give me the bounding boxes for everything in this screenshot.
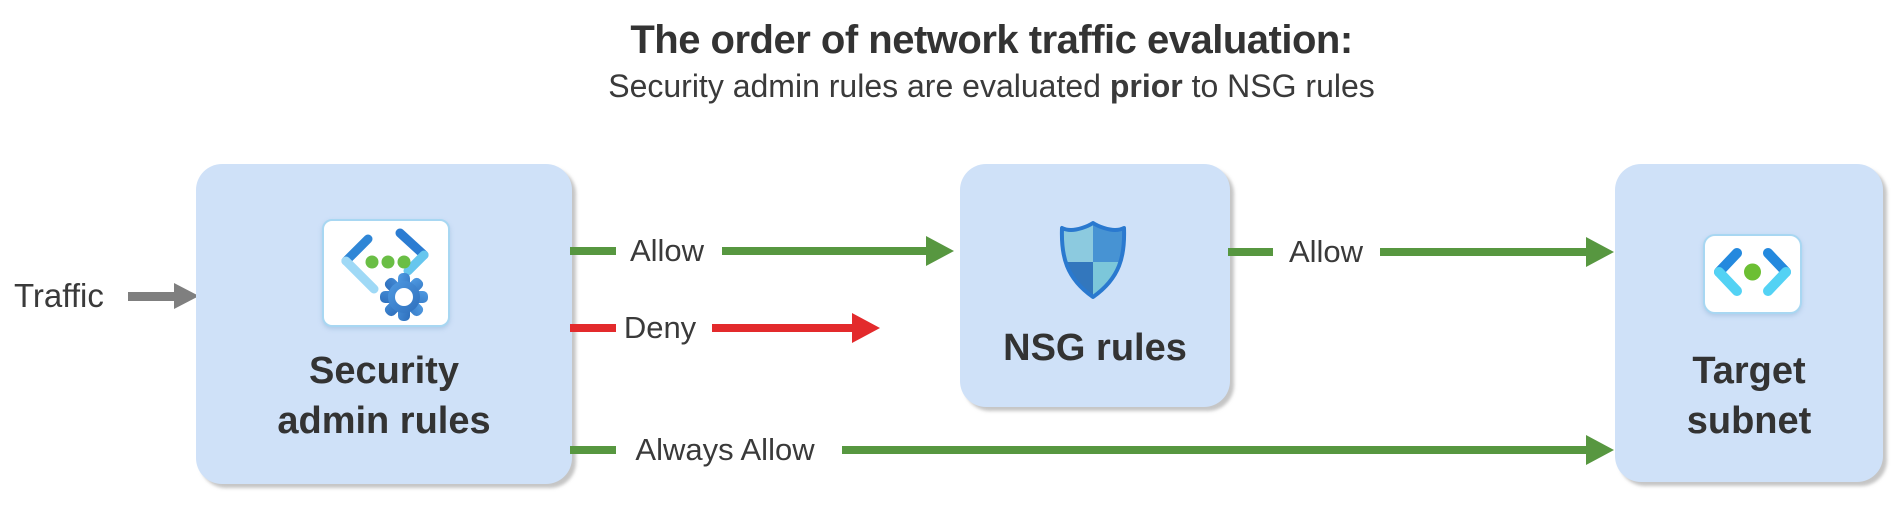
deny-line (712, 324, 852, 332)
allow-to-nsg-line (722, 247, 926, 255)
page-title: The order of network traffic evaluation: (630, 18, 1353, 62)
always-allow-arrowhead-icon (1586, 435, 1614, 465)
target-label-line1: Target (1692, 350, 1806, 392)
security-label-line1: Security (309, 350, 459, 392)
network-manager-gear-icon (341, 228, 429, 321)
traffic-arrowhead-icon (174, 283, 199, 309)
allow-to-target-line (1380, 248, 1586, 256)
target-subnet-label: Target subnet (1615, 346, 1883, 446)
subnet-code-icon (1714, 248, 1791, 296)
nsg-rules-node: NSG rules (960, 164, 1230, 407)
nsg-rules-label: NSG rules (1003, 327, 1187, 369)
target-subnet-node: Target subnet (1615, 164, 1883, 482)
always-allow-label: Always Allow (635, 432, 815, 467)
security-admin-rules-node: Security admin rules (196, 164, 572, 484)
allow-to-nsg-arrowhead-icon (926, 236, 954, 266)
deny-arrowhead-icon (852, 313, 880, 343)
deny-line-start (570, 324, 616, 332)
network-manager-icon (322, 219, 450, 327)
traffic-arrow-shaft (128, 292, 174, 301)
traffic-label: Traffic (14, 277, 104, 314)
deny-label: Deny (623, 310, 697, 345)
always-allow-line-start (570, 446, 616, 454)
page-subtitle: Security admin rules are evaluated prior… (40, 68, 1903, 105)
security-shield-icon (1059, 221, 1127, 299)
security-admin-rules-label: Security admin rules (196, 346, 572, 446)
always-allow-line (842, 446, 1586, 454)
subnet-icon-plate (1703, 234, 1802, 314)
subtitle-text: Security admin rules are evaluated (608, 68, 1110, 104)
allow-to-target-line-start (1228, 248, 1273, 256)
allow-to-target-arrowhead-icon (1586, 237, 1614, 267)
target-label-line2: subnet (1686, 400, 1812, 442)
allow-to-nsg-line-start (570, 247, 616, 255)
subtitle-emphasis: prior (1109, 68, 1183, 104)
allow-to-nsg-label: Allow (629, 233, 705, 268)
security-label-line2: admin rules (277, 400, 491, 442)
allow-to-target-label: Allow (1288, 234, 1364, 269)
subtitle-text-end: to NSG rules (1182, 68, 1375, 104)
